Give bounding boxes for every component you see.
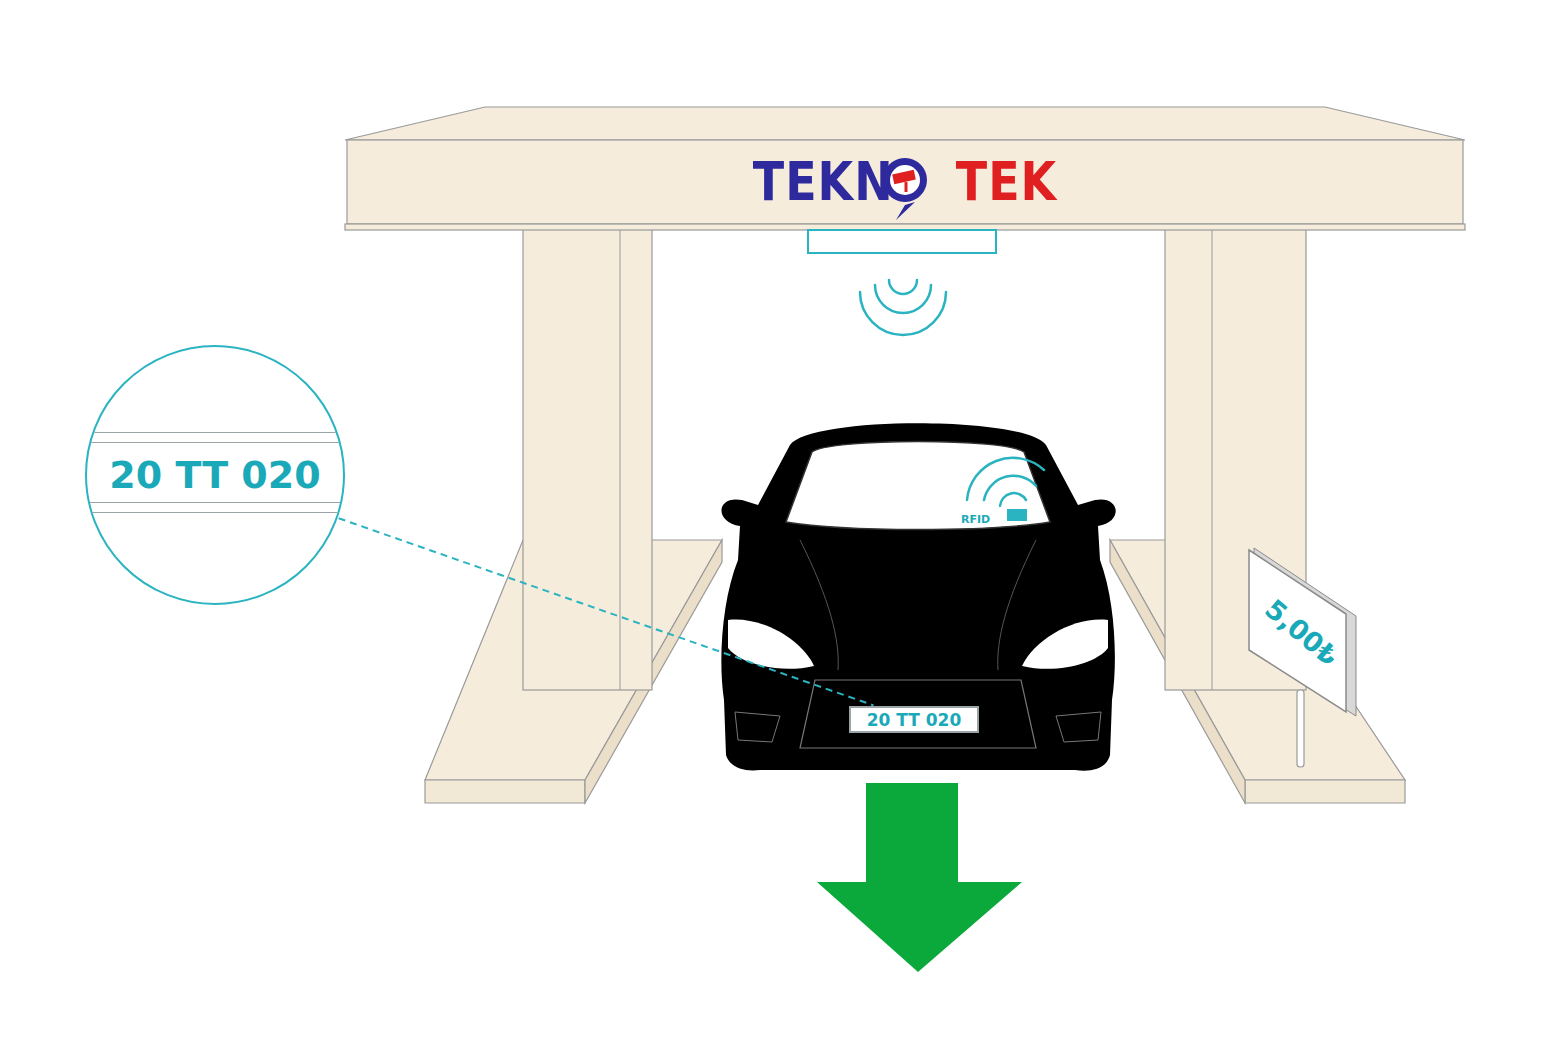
direction-arrow xyxy=(817,783,1022,972)
grille xyxy=(800,680,1036,748)
wave xyxy=(889,280,917,294)
left-pillar xyxy=(523,228,652,690)
plate-edge-line xyxy=(87,432,343,433)
logo-text: TEKN xyxy=(753,151,894,213)
beam-body xyxy=(347,140,1463,224)
plate-edge-line xyxy=(87,512,343,513)
wave xyxy=(984,476,1036,500)
windshield xyxy=(786,442,1050,530)
rfid-reader xyxy=(808,230,996,253)
wave xyxy=(1000,493,1026,506)
plate-edge-line xyxy=(87,442,343,443)
rfid-label: RFID xyxy=(961,513,990,526)
gantry-beam: TEKN TEK xyxy=(347,140,1463,224)
roof xyxy=(345,107,1465,140)
left-headlight xyxy=(728,620,814,669)
logo-camera-mount xyxy=(905,182,908,192)
right-headlight xyxy=(1022,620,1108,669)
tag-waves xyxy=(967,458,1044,506)
wave xyxy=(860,292,946,335)
left-fog-lamp xyxy=(735,712,780,742)
left-base-edge xyxy=(425,780,585,803)
price-sign: 5,00₺ xyxy=(1246,546,1358,718)
logo-camera-body xyxy=(892,170,916,184)
right-base-edge xyxy=(1245,780,1405,803)
reader-waves xyxy=(860,280,946,335)
logo-pin-inner xyxy=(890,165,920,195)
wave xyxy=(875,285,931,313)
rfid-tag xyxy=(1007,509,1027,521)
car xyxy=(721,423,1115,770)
plate-number: 20 TT 020 xyxy=(109,453,320,497)
sign-face xyxy=(1249,550,1346,712)
leader-line xyxy=(339,518,874,705)
wave xyxy=(967,458,1044,500)
car-body xyxy=(721,423,1115,770)
sign-post xyxy=(1297,690,1304,767)
plate-edge-line xyxy=(87,502,343,503)
left-pillar-edge xyxy=(620,228,621,690)
logo-text: TEK xyxy=(956,151,1057,213)
hood-line xyxy=(800,540,1036,670)
license-plate: 20 TT 020 xyxy=(849,706,979,733)
right-fog-lamp xyxy=(1056,712,1101,742)
right-pillar-edge xyxy=(1212,228,1213,690)
plate-number: 20 TT 020 xyxy=(867,710,962,730)
magnifier-circle: 20 TT 020 xyxy=(85,345,345,605)
